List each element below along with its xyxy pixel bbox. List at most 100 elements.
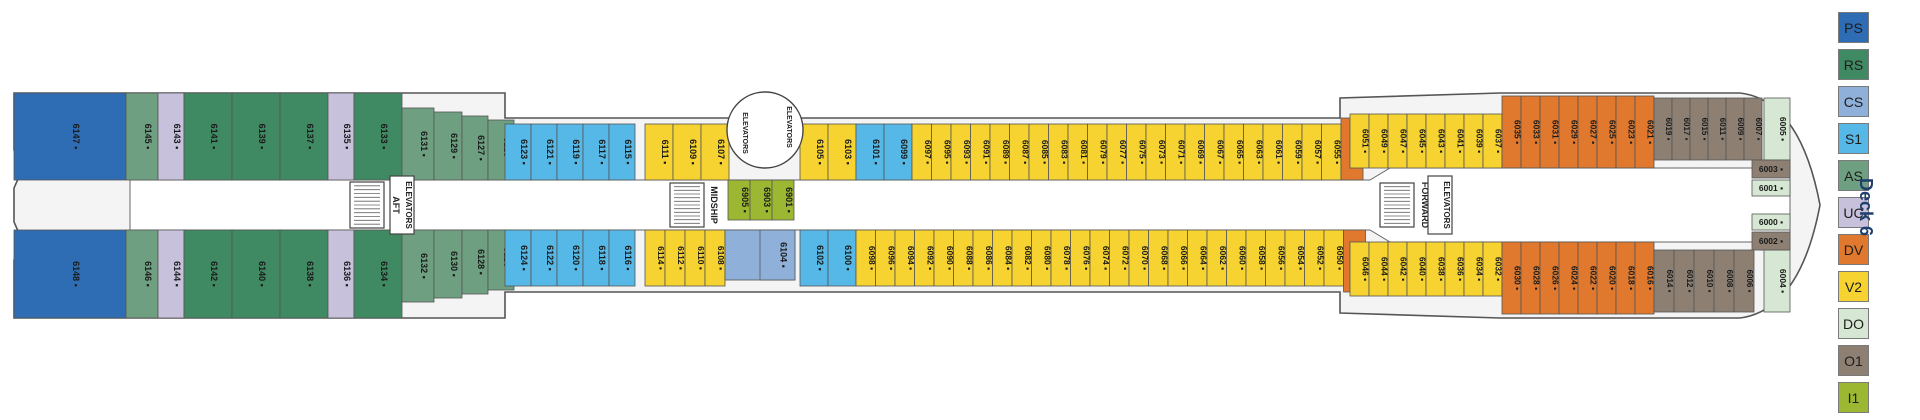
cabin-6064[interactable]: 6064 ▪: [1187, 229, 1209, 287]
cabin-6101[interactable]: 6101 ▪: [855, 123, 885, 181]
cabin-6028[interactable]: 6028 ▪: [1520, 241, 1542, 315]
cabin-6069[interactable]: 6069 ▪: [1184, 123, 1206, 181]
cabin-6148[interactable]: 6148 ▪: [13, 229, 127, 319]
cabin-6085[interactable]: 6085 ▪: [1028, 123, 1050, 181]
cabin-6098[interactable]: 6098 ▪: [855, 229, 877, 287]
cabin-6060[interactable]: 6060 ▪: [1226, 229, 1248, 287]
cabin-6146[interactable]: 6146 ▪: [125, 229, 159, 319]
cabin-6051[interactable]: 6051 ▪: [1349, 113, 1371, 169]
cabin-6027[interactable]: 6027 ▪: [1577, 95, 1599, 169]
cabin-6097[interactable]: 6097 ▪: [911, 123, 933, 181]
cabin-6047[interactable]: 6047 ▪: [1387, 113, 1409, 169]
cabin-6010[interactable]: 6010 ▪: [1693, 249, 1715, 313]
cabin-6066[interactable]: 6066 ▪: [1167, 229, 1189, 287]
cabin-6129[interactable]: 6129 ▪: [433, 111, 463, 181]
cabin-6102[interactable]: 6102 ▪: [799, 229, 829, 287]
cabin-6071[interactable]: 6071 ▪: [1165, 123, 1187, 181]
cabin-6123[interactable]: 6123 ▪: [504, 123, 532, 181]
cabin-6089[interactable]: 6089 ▪: [989, 123, 1011, 181]
cabin-6015[interactable]: 6015 ▪: [1689, 97, 1709, 161]
cabin-6077[interactable]: 6077 ▪: [1106, 123, 1128, 181]
cabin-6058[interactable]: 6058 ▪: [1245, 229, 1267, 287]
cabin-6023[interactable]: 6023 ▪: [1615, 95, 1637, 169]
cabin-6143[interactable]: 6143 ▪: [157, 92, 185, 181]
cabin-6029[interactable]: 6029 ▪: [1558, 95, 1580, 169]
cabin-6012[interactable]: 6012 ▪: [1673, 249, 1695, 313]
cabin-6055[interactable]: 6055 ▪: [1321, 123, 1343, 181]
cabin-6000[interactable]: 6000 ▪: [1751, 213, 1791, 231]
cabin-6119[interactable]: 6119 ▪: [556, 123, 584, 181]
cabin-6011[interactable]: 6011 ▪: [1707, 97, 1727, 161]
cabin-6034[interactable]: 6034 ▪: [1463, 241, 1485, 297]
cabin-6005[interactable]: 6005 ▪: [1763, 97, 1791, 161]
cabin-6043[interactable]: 6043 ▪: [1425, 113, 1447, 169]
cabin-6044[interactable]: 6044 ▪: [1368, 241, 1390, 297]
cabin-6016[interactable]: 6016 ▪: [1634, 241, 1656, 315]
cabin-6083[interactable]: 6083 ▪: [1048, 123, 1070, 181]
cabin-6032[interactable]: 6032 ▪: [1482, 241, 1504, 297]
cabin-6070[interactable]: 6070 ▪: [1128, 229, 1150, 287]
cabin-6901[interactable]: 6901 ▪: [771, 179, 795, 221]
cabin-6041[interactable]: 6041 ▪: [1444, 113, 1466, 169]
cabin-6018[interactable]: 6018 ▪: [1615, 241, 1637, 315]
cabin-6009[interactable]: 6009 ▪: [1725, 97, 1745, 161]
cabin-6068[interactable]: 6068 ▪: [1148, 229, 1170, 287]
cabin-6118[interactable]: 6118 ▪: [582, 229, 610, 287]
cabin-6056[interactable]: 6056 ▪: [1265, 229, 1287, 287]
cabin-6087[interactable]: 6087 ▪: [1009, 123, 1031, 181]
cabin-6131[interactable]: 6131 ▪: [401, 107, 435, 181]
cabin-6002[interactable]: 6002 ▪: [1751, 231, 1791, 251]
cabin-6142[interactable]: 6142 ▪: [183, 229, 233, 319]
cabin-6100[interactable]: 6100 ▪: [827, 229, 857, 287]
cabin-6003[interactable]: 6003 ▪: [1751, 159, 1791, 179]
cabin-6111[interactable]: 6111 ▪: [644, 123, 674, 181]
cabin-6052[interactable]: 6052 ▪: [1304, 229, 1326, 287]
cabin-6020[interactable]: 6020 ▪: [1596, 241, 1618, 315]
cabin-6132[interactable]: 6132 ▪: [401, 229, 435, 303]
cabin-6017[interactable]: 6017 ▪: [1671, 97, 1691, 161]
cabin-6037[interactable]: 6037 ▪: [1482, 113, 1504, 169]
cabin-6049[interactable]: 6049 ▪: [1368, 113, 1390, 169]
cabin-6112[interactable]: 6112 ▪: [664, 229, 686, 287]
cabin-6001[interactable]: 6001 ▪: [1751, 179, 1791, 197]
cabin-6099[interactable]: 6099 ▪: [883, 123, 913, 181]
cabin-6114[interactable]: 6114 ▪: [644, 229, 666, 287]
cabin-6096[interactable]: 6096 ▪: [875, 229, 897, 287]
cabin-6133[interactable]: 6133 ▪: [353, 92, 403, 181]
cabin-6094[interactable]: 6094 ▪: [894, 229, 916, 287]
cabin-6082[interactable]: 6082 ▪: [1011, 229, 1033, 287]
cabin-6062[interactable]: 6062 ▪: [1206, 229, 1228, 287]
cabin-6138[interactable]: 6138 ▪: [279, 229, 329, 319]
cabin-6903[interactable]: 6903 ▪: [749, 179, 773, 221]
cabin-6080[interactable]: 6080 ▪: [1031, 229, 1053, 287]
cabin-6107[interactable]: 6107 ▪: [700, 123, 730, 181]
cabin-6024[interactable]: 6024 ▪: [1558, 241, 1580, 315]
cabin-6063[interactable]: 6063 ▪: [1243, 123, 1265, 181]
cabin-6076[interactable]: 6076 ▪: [1070, 229, 1092, 287]
cabin-6004[interactable]: 6004 ▪: [1763, 249, 1791, 313]
cabin-6078[interactable]: 6078 ▪: [1050, 229, 1072, 287]
cabin-6135[interactable]: 6135 ▪: [327, 92, 355, 181]
cabin-6007[interactable]: 6007 ▪: [1743, 97, 1763, 161]
cabin-6104[interactable]: 6104 ▪: [759, 229, 796, 281]
cabin-6145[interactable]: 6145 ▪: [125, 92, 159, 181]
cabin-6124[interactable]: 6124 ▪: [504, 229, 532, 287]
cabin-6081[interactable]: 6081 ▪: [1067, 123, 1089, 181]
cabin-6109[interactable]: 6109 ▪: [672, 123, 702, 181]
cabin-6074[interactable]: 6074 ▪: [1089, 229, 1111, 287]
cabin-6014[interactable]: 6014 ▪: [1653, 249, 1675, 313]
cabin-6091[interactable]: 6091 ▪: [970, 123, 992, 181]
cabin-6122[interactable]: 6122 ▪: [530, 229, 558, 287]
cabin-6040[interactable]: 6040 ▪: [1406, 241, 1428, 297]
cabin-6054[interactable]: 6054 ▪: [1284, 229, 1306, 287]
cabin-6045[interactable]: 6045 ▪: [1406, 113, 1428, 169]
cabin-6022[interactable]: 6022 ▪: [1577, 241, 1599, 315]
cabin-6030[interactable]: 6030 ▪: [1501, 241, 1523, 315]
cabin-6073[interactable]: 6073 ▪: [1145, 123, 1167, 181]
cabin-6121[interactable]: 6121 ▪: [530, 123, 558, 181]
cabin-6130[interactable]: 6130 ▪: [433, 229, 463, 299]
cabin-6086[interactable]: 6086 ▪: [972, 229, 994, 287]
cabin-6084[interactable]: 6084 ▪: [992, 229, 1014, 287]
cabin-6042[interactable]: 6042 ▪: [1387, 241, 1409, 297]
cabin-6093[interactable]: 6093 ▪: [950, 123, 972, 181]
